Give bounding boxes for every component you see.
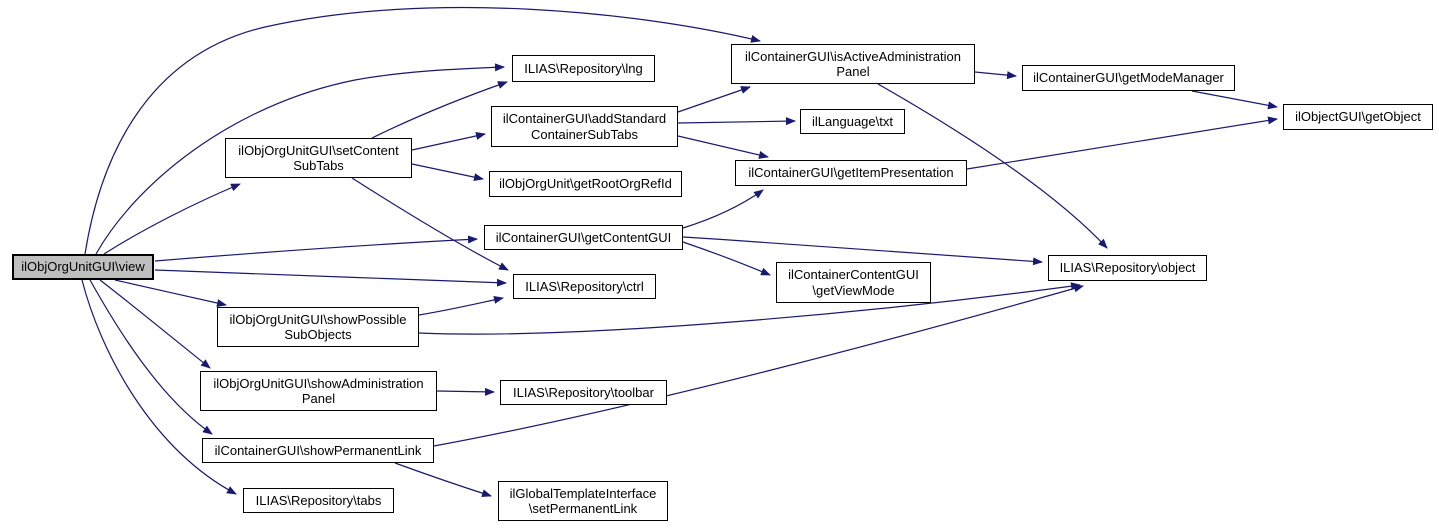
node-get-root-org-ref-id[interactable]: ilObjOrgUnit\getRootOrgRefId: [489, 171, 682, 197]
node-toolbar[interactable]: ILIAS\Repository\toolbar: [500, 380, 667, 405]
node-get-view-mode[interactable]: ilContainerContentGUI \getViewMode: [776, 262, 931, 303]
edge-set-content-subtabs-to-add-standard-subtabs: [411, 132, 486, 151]
node-is-active-admin-panel[interactable]: ilContainerGUI\isActiveAdministration Pa…: [731, 44, 975, 84]
edge-get-mode-manager-to-get-object: [1191, 90, 1278, 110]
edge-show-admin-panel-to-toolbar: [436, 387, 495, 396]
node-get-content-gui[interactable]: ilContainerGUI\getContentGUI: [484, 225, 683, 250]
edge-set-content-subtabs-to-ctrl: [351, 177, 509, 271]
edge-view-to-show-possible-subobjects: [114, 279, 227, 307]
node-get-object[interactable]: ilObjectGUI\getObject: [1283, 104, 1433, 130]
edge-view-to-tabs: [81, 279, 237, 495]
node-object[interactable]: ILIAS\Repository\object: [1048, 255, 1207, 281]
edge-show-permanent-link-to-set-permanent-link: [394, 462, 492, 498]
edge-add-standard-subtabs-to-is-active-admin-panel: [677, 86, 751, 113]
edge-add-standard-subtabs-to-get-item-presentation: [677, 135, 769, 159]
edge-view-to-show-admin-panel: [99, 279, 211, 369]
edge-view-to-lng: [95, 63, 505, 255]
node-view: ilObjOrgUnitGUI\view: [12, 254, 154, 280]
edge-get-content-gui-to-get-view-mode: [682, 241, 771, 276]
edge-is-active-admin-panel-to-get-mode-manager: [974, 71, 1017, 80]
edge-set-content-subtabs-to-lng: [371, 81, 508, 139]
node-lng[interactable]: ILIAS\Repository\lng: [512, 55, 655, 82]
node-ctrl[interactable]: ILIAS\Repository\ctrl: [513, 274, 656, 299]
node-add-standard-subtabs[interactable]: ilContainerGUI\addStandard ContainerSubT…: [491, 106, 678, 147]
edge-add-standard-subtabs-to-txt: [677, 117, 796, 126]
node-txt[interactable]: ilLanguage\txt: [800, 109, 905, 134]
node-show-admin-panel[interactable]: ilObjOrgUnitGUI\showAdministration Panel: [200, 371, 437, 411]
edge-get-item-presentation-to-get-object: [966, 116, 1278, 170]
edge-view-to-is-active-admin-panel: [84, 6, 761, 255]
node-set-permanent-link[interactable]: ilGlobalTemplateInterface \setPermanentL…: [498, 481, 668, 521]
edge-get-content-gui-to-get-item-presentation: [682, 189, 764, 229]
edge-show-possible-subobjects-to-ctrl: [418, 295, 504, 316]
edge-view-to-set-content-subtabs: [103, 183, 241, 255]
edge-view-to-get-content-gui: [154, 235, 478, 262]
node-show-permanent-link[interactable]: ilContainerGUI\showPermanentLink: [202, 438, 434, 463]
node-set-content-subtabs[interactable]: ilObjOrgUnitGUI\setContent SubTabs: [225, 138, 412, 178]
edge-show-possible-subobjects-to-object: [418, 282, 1081, 335]
edge-view-to-show-permanent-link: [89, 279, 213, 435]
node-get-mode-manager[interactable]: ilContainerGUI\getModeManager: [1022, 65, 1235, 91]
node-get-item-presentation[interactable]: ilContainerGUI\getItemPresentation: [735, 160, 967, 186]
node-tabs[interactable]: ILIAS\Repository\tabs: [243, 488, 394, 513]
edge-is-active-admin-panel-to-object: [877, 83, 1108, 249]
edge-get-content-gui-to-object: [682, 236, 1043, 266]
node-show-possible-subobjects[interactable]: ilObjOrgUnitGUI\showPossible SubObjects: [217, 307, 419, 347]
edge-view-to-ctrl: [154, 269, 507, 287]
edge-set-content-subtabs-to-get-root-org-ref-id: [411, 163, 484, 182]
edge-show-permanent-link-to-object: [433, 284, 1084, 447]
